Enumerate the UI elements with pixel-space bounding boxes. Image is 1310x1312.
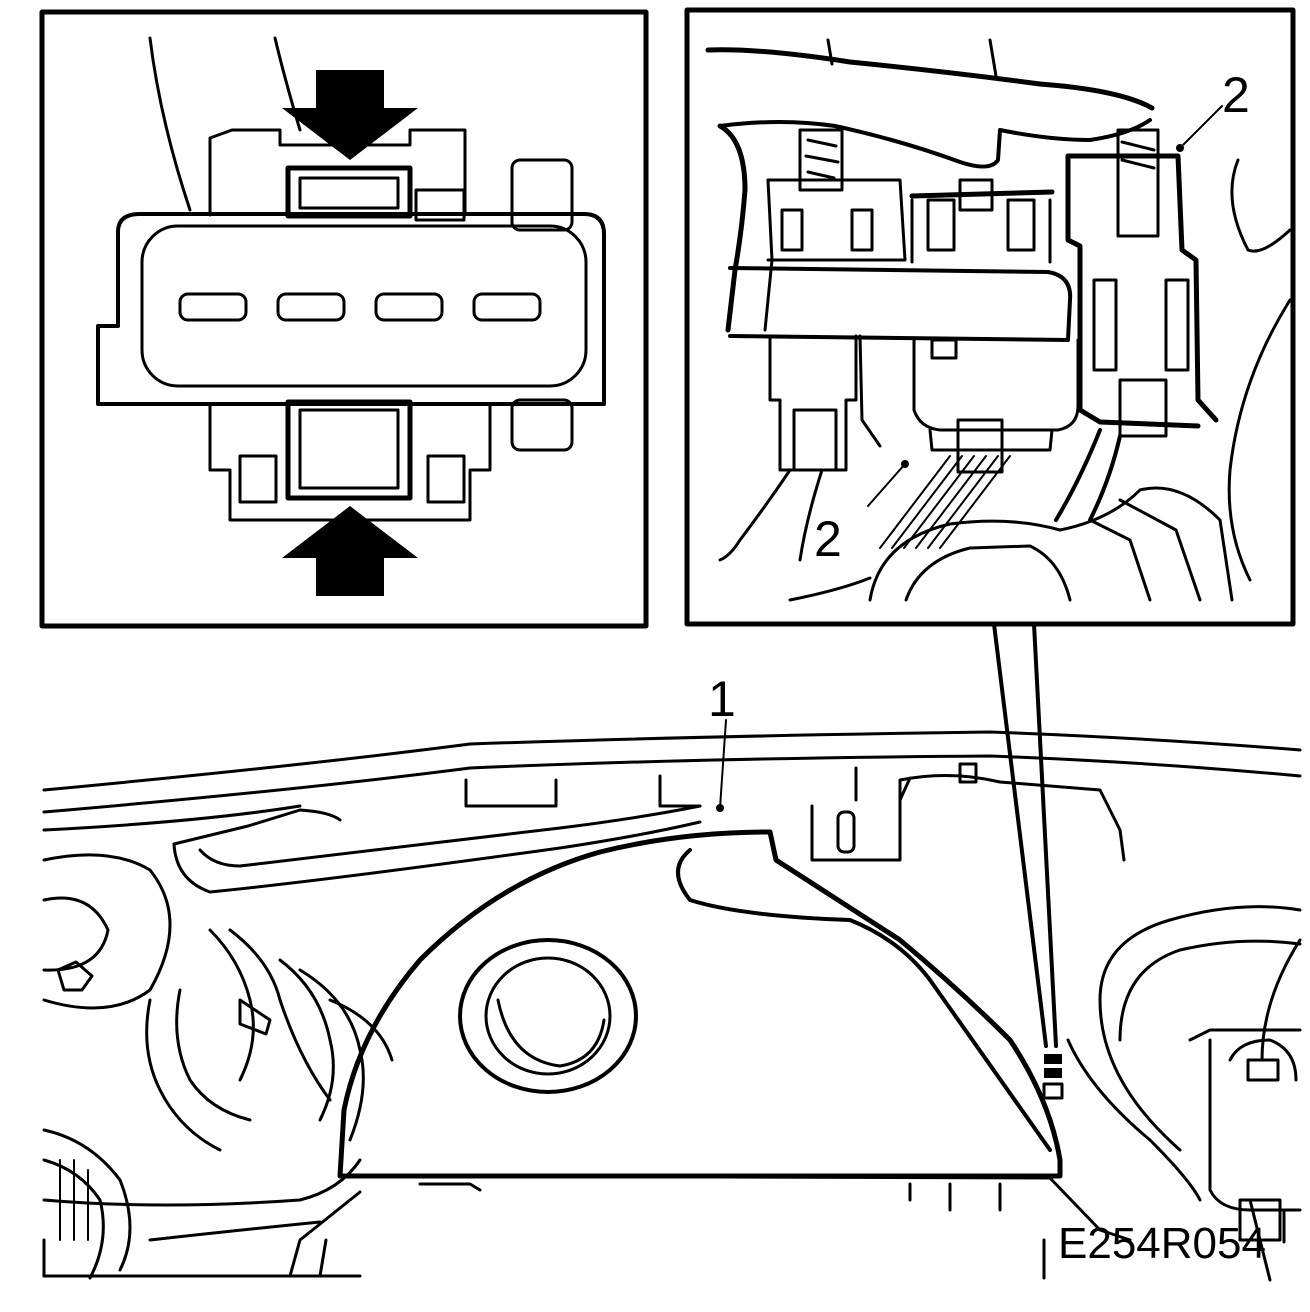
callout-1: 1	[708, 671, 736, 727]
figure-code: E254R054	[1058, 1219, 1266, 1268]
connector-inset-right	[684, 7, 1296, 627]
inset-pointer	[992, 622, 1064, 1100]
callout-2-top: 2	[1222, 67, 1250, 123]
connector-inset-left	[39, 9, 649, 629]
engine-bay-view	[42, 719, 1302, 1282]
engine-cover	[337, 829, 1063, 1179]
up-arrow-icon	[282, 506, 418, 596]
down-arrow-icon	[282, 70, 418, 160]
callout-2-lower: 2	[814, 511, 842, 567]
oil-cap	[458, 938, 638, 1094]
